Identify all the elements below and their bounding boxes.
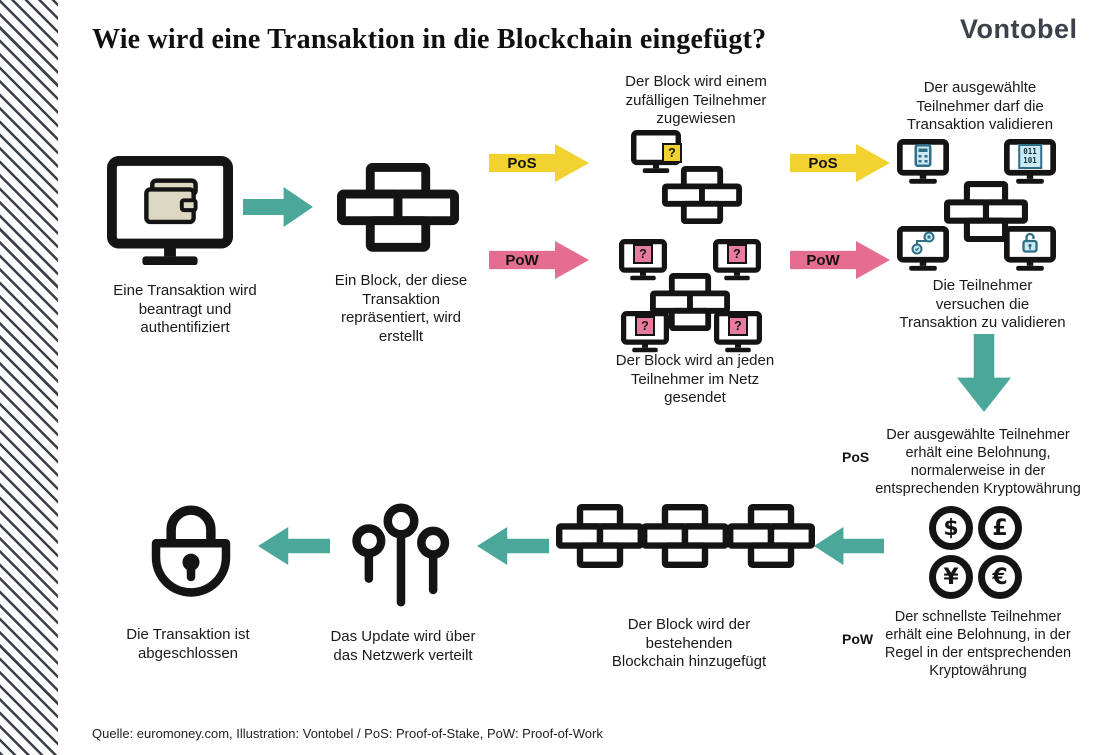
monitor-icon: ? (621, 311, 669, 353)
caption-pow-broadcast: Der Block wird an jeden Teilnehmer im Ne… (615, 352, 775, 407)
lock-glyph-icon (1021, 231, 1039, 254)
pos-badge: PoS (842, 449, 870, 465)
block-icon (726, 504, 815, 568)
pow-badge: PoW (842, 631, 874, 647)
caption-block-created: Ein Block, der diese Transaktion repräse… (334, 272, 468, 345)
network-icon (349, 503, 453, 607)
block-icon (556, 504, 644, 568)
block-icon (337, 163, 459, 252)
blockchain-icon (556, 504, 815, 568)
pow-arrow-label: PoW (505, 251, 539, 269)
caption-pos-reward: Der ausgewählte Teilnehmer erhält eine B… (875, 427, 1081, 497)
monitor-icon: ? (631, 130, 682, 174)
teal-left-arrow-1 (814, 527, 884, 565)
teal-right-arrow-1 (243, 187, 313, 227)
arrow-shape (814, 527, 884, 565)
question-badge-pink: ? (633, 244, 653, 264)
arrow-shape (258, 527, 330, 565)
binary-glyph-icon: 011 101 (1018, 144, 1042, 170)
monitor-icon (897, 139, 949, 185)
question-badge-pink: ? (728, 316, 748, 336)
caption-request: Eine Transaktion wird beantragt und auth… (113, 282, 257, 337)
caption-completed: Die Transaktion ist abgeschlossen (126, 626, 250, 662)
flowchart-glyph-icon (910, 231, 936, 255)
block-icon (641, 504, 730, 568)
arrow-shape (243, 187, 313, 227)
pos-arrow-1: PoS (489, 144, 589, 182)
pos-arrow-label: PoS (507, 154, 537, 172)
monitor-icon: ? (713, 239, 761, 281)
currency-coins: $ £ ¥ € (929, 506, 1022, 599)
calculator-glyph-icon (914, 144, 932, 167)
caption-pos-validate: Der ausgewählte Teilnehmer darf die Tran… (906, 79, 1054, 134)
block-icon (662, 166, 742, 225)
question-badge-pink: ? (635, 316, 655, 336)
monitor-wallet-icon (106, 155, 234, 266)
vontobel-logo: Vontobel (960, 14, 1078, 44)
pow-arrow-2: PoW (790, 241, 890, 279)
caption-pow-validate: Die Teilnehmer versuchen die Transaktion… (899, 277, 1066, 332)
monitor-icon: ? (619, 239, 667, 281)
caption-pow-reward: Der schnellste Teilnehmer erhält eine Be… (884, 609, 1072, 679)
caption-pos-assigned: Der Block wird einem zufälligen Teilnehm… (625, 73, 767, 128)
monitor-icon (897, 226, 949, 272)
teal-left-arrow-2 (477, 527, 549, 565)
question-badge-yellow: ? (662, 143, 682, 163)
caption-update-distributed: Das Update wird über das Netzwerk vertei… (330, 628, 476, 664)
yen-coin-icon: ¥ (929, 555, 973, 599)
caption-chain-added: Der Block wird der bestehenden Blockchai… (611, 616, 767, 671)
pound-coin-icon: £ (978, 506, 1022, 550)
teal-down-arrow (957, 334, 1011, 412)
pos-arrow-label: PoS (808, 154, 838, 172)
arrow-shape (957, 334, 1011, 412)
monitor-icon (1004, 226, 1056, 272)
pos-arrow-2: PoS (790, 144, 890, 182)
arrow-shape (477, 527, 549, 565)
footer-source-note: Quelle: euromoney.com, Illustration: Von… (92, 726, 603, 741)
hatch-border (0, 0, 58, 755)
monitor-icon: 011 101 (1004, 139, 1056, 185)
question-badge-pink: ? (727, 244, 747, 264)
monitor-icon: ? (714, 311, 762, 353)
pow-arrow-1: PoW (489, 241, 589, 279)
dollar-coin-icon: $ (929, 506, 973, 550)
euro-coin-icon: € (978, 555, 1022, 599)
pow-arrow-label: PoW (806, 251, 840, 269)
teal-left-arrow-3 (258, 527, 330, 565)
page-title: Wie wird eine Transaktion in die Blockch… (92, 24, 767, 55)
padlock-icon (139, 496, 243, 602)
block-icon (650, 273, 730, 332)
block-icon (944, 181, 1028, 243)
